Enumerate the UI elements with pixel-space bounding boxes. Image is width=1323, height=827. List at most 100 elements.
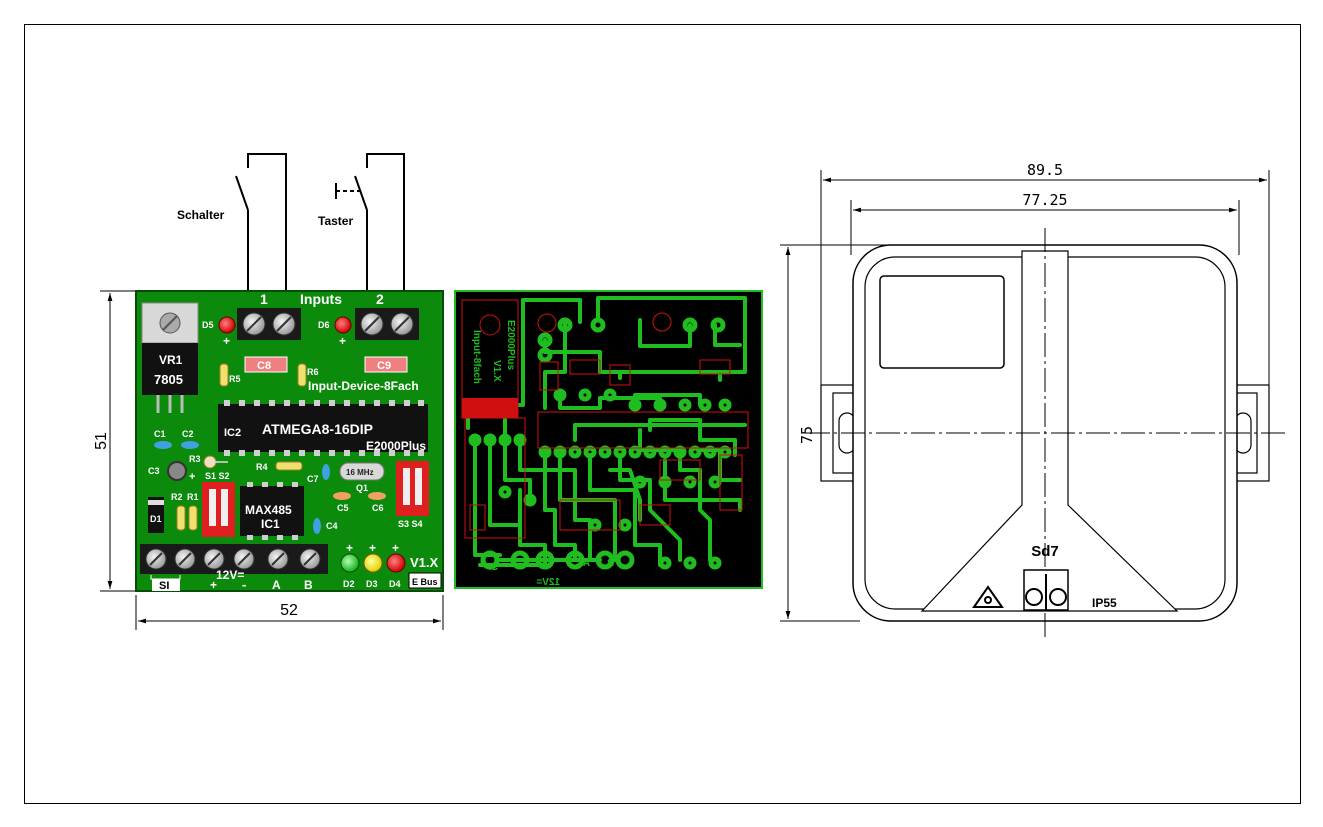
cap-c3 [167,461,187,481]
r5-label: R5 [229,374,241,384]
r3-label: R3 [189,454,201,464]
pcb-board: 1 Inputs 2 VR1 7805 D5 + D6 + C8 C9 R5 [135,290,444,592]
cap-c4 [313,518,321,534]
input2-label: 2 [376,291,384,307]
brand-label: E2000Plus [366,439,426,453]
d5-label: D5 [202,320,214,330]
diode-d1 [148,497,164,533]
r2-label: R2 [171,492,183,502]
trace-mirror-text2: V1.X [491,360,502,382]
led-d5 [218,316,236,334]
d4-plus: + [392,541,399,555]
housing-cable-entry [1023,569,1069,611]
s1s2-label: S1 S2 [205,471,230,481]
c1-label: C1 [154,429,166,439]
resistor-r6 [297,363,307,387]
si-label: SI [159,580,169,592]
trace-mirror-text1: E2000Plus [505,320,516,370]
trace-a: A [583,558,590,569]
input-terminal-1 [237,308,301,340]
bus-logo [408,572,442,589]
d5-plus: + [223,334,230,348]
led-d3 [363,553,383,573]
d4-label: D4 [389,579,401,589]
drawing-frame [24,24,1301,804]
c2-label: C2 [182,429,194,439]
housing-outer-dim: 89.5 [1027,161,1063,179]
ic1-max485 [240,482,304,540]
r1-label: R1 [187,492,199,502]
version-label: V1.X [410,555,439,570]
pcb-dimensions: 51 52 [93,290,444,630]
b-terminal-label: B [304,578,313,592]
led-d6 [334,316,352,334]
vr1-regulator [141,302,199,413]
trace-si: SI [488,562,498,573]
input1-label: 1 [260,291,268,307]
resistor-r2 [176,505,186,531]
d2-plus: + [346,541,353,555]
c3-plus: + [189,471,195,483]
cap-c1 [154,441,172,449]
button-label: Taster [318,214,353,228]
ic2-label: IC2 [224,427,241,439]
minus-terminal-label: - [242,577,246,592]
led-d4 [386,553,406,573]
trace-voltage: 12V= [536,577,560,588]
crystal-q1 [339,462,385,481]
c6-label: C6 [372,503,384,513]
led-d2 [340,553,360,573]
s3s4-label: S3 S4 [398,519,423,529]
d6-label: D6 [318,320,330,330]
voltage-label: 12V= [216,568,244,582]
switch-label: Schalter [177,208,225,222]
bus-terminal-block [140,544,328,574]
r4-label: R4 [256,462,268,472]
max485-label: MAX485 [245,503,292,517]
cap-c5 [333,492,351,500]
input-wiring [235,153,405,292]
cap-c2 [181,441,199,449]
trace-mirror-text3: Input-8fach [471,330,482,384]
pcb-height-dim: 51 [93,432,110,450]
housing-drawing: 89.5 77.25 75 Sd7 [780,161,1285,640]
housing-model: Sd7 [1031,543,1059,560]
resistor-r5 [219,363,229,387]
mcu-label: ATMEGA8-16DIP [262,421,373,437]
device-name: Input-Device-8Fach [308,379,419,393]
c4-label: C4 [326,521,338,531]
c3-label: C3 [148,466,160,476]
inputs-title: Inputs [300,291,342,307]
housing-rating: IP55 [1092,596,1117,610]
vr1-label: VR1 [159,353,183,367]
cap-c6 [368,492,386,500]
crystal-label: 16 MHz [346,468,374,477]
d3-label: D3 [366,579,378,589]
a-terminal-label: A [272,578,281,592]
resistor-r4 [275,461,303,471]
c5-label: C5 [337,503,349,513]
resistor-r1 [188,505,198,531]
d1-label: D1 [150,514,162,524]
input-terminal-2 [355,308,419,340]
dip-switch-s1s2 [202,482,235,537]
housing-warning-icon [972,585,1004,608]
c9-label: C9 [377,360,391,372]
housing-height-dim: 75 [798,426,816,444]
c7-label: C7 [307,474,319,484]
dip-switch-s3s4 [396,461,429,516]
vr1-value: 7805 [154,372,183,387]
d6-plus: + [339,334,346,348]
c8-label: C8 [257,360,271,372]
housing-inner-dim: 77.25 [1022,191,1067,209]
pcb-trace-layout: E2000Plus V1.X Input-8fach SI 12V= A B [454,290,763,589]
plus-terminal-label: + [210,578,217,592]
bus-logo-text: E Bus [412,577,438,587]
r6-label: R6 [307,367,319,377]
ic1-label: IC1 [261,517,280,531]
trace-b: B [607,558,614,569]
d2-label: D2 [343,579,355,589]
cap-c8 [244,356,288,373]
cap-c9 [364,356,408,373]
